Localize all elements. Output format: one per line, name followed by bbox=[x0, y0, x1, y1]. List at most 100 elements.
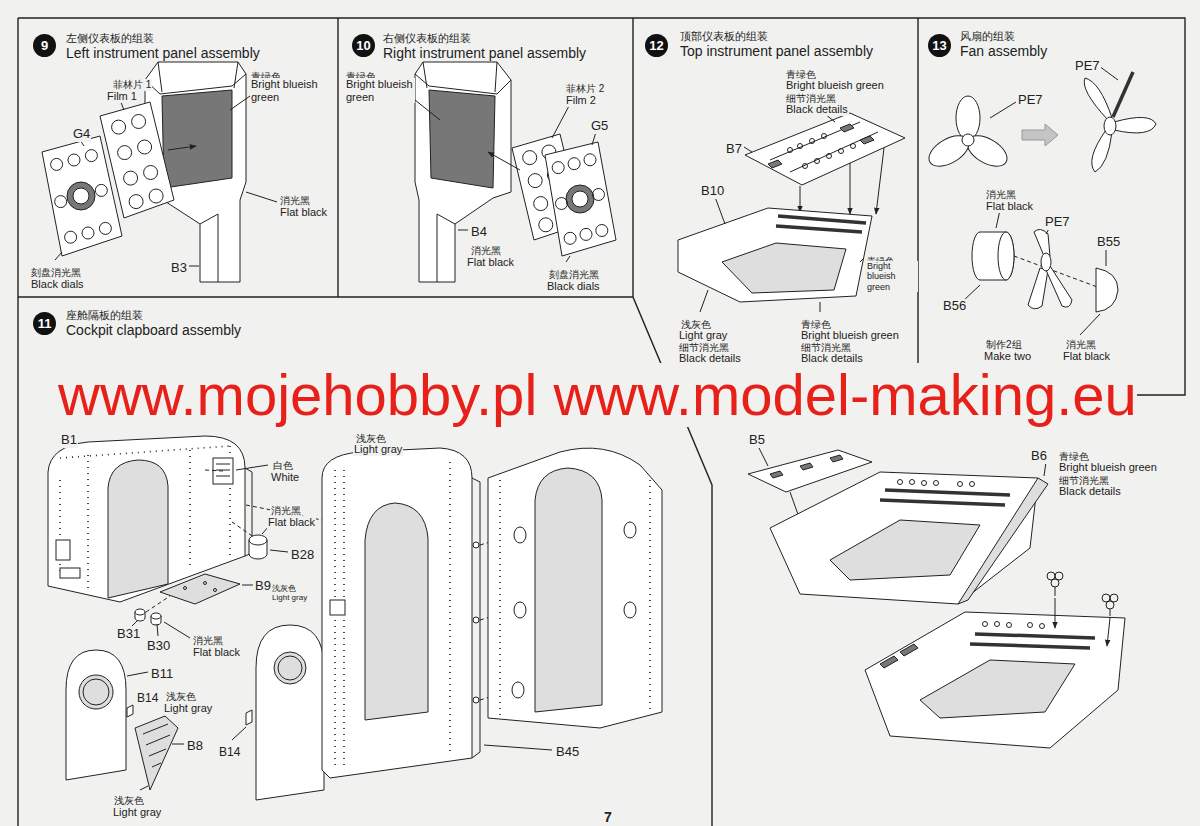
door-b11 bbox=[127, 672, 184, 790]
step-number-circle: 12 bbox=[645, 34, 668, 57]
paint-note: Light gray bbox=[112, 806, 162, 819]
top-panel-b7 bbox=[815, 159, 820, 164]
assembled-panel bbox=[1028, 623, 1033, 628]
assembled-panel bbox=[770, 472, 1038, 604]
part-number: B55 bbox=[1096, 235, 1121, 250]
paint-note: Light gray bbox=[271, 593, 308, 602]
step-number-circle: 11 bbox=[33, 312, 56, 335]
paint-note: 消光黑 bbox=[1065, 339, 1097, 351]
part-number: PE7 bbox=[1044, 212, 1071, 230]
bulkhead bbox=[514, 527, 526, 543]
part-number: B31 bbox=[116, 627, 141, 642]
step-title-en: Cockpit clapboard assembly bbox=[66, 322, 241, 339]
step-number: 9 bbox=[41, 39, 48, 52]
part-number: B5 bbox=[748, 430, 766, 448]
bulkhead-b45 bbox=[484, 745, 552, 750]
part-number: B11 bbox=[150, 664, 174, 682]
paint-note: Light gray bbox=[112, 802, 162, 820]
paint-note: Flat black bbox=[279, 206, 328, 219]
paint-note: Light gray bbox=[353, 443, 403, 456]
dial-plate-g5 bbox=[580, 228, 592, 240]
step-title-zh: 顶部仪表板的组装 bbox=[680, 30, 873, 43]
fan-blade-pe7 bbox=[924, 96, 1012, 172]
instrument-panel-b4 bbox=[415, 62, 511, 94]
step-title-zh: 右侧仪表板的组装 bbox=[383, 32, 586, 45]
assembled-panel bbox=[958, 478, 1048, 604]
step-title-zh: 左侧仪表板的组装 bbox=[66, 32, 260, 45]
part-number: B11 bbox=[150, 667, 174, 682]
paint-note: Flat black bbox=[192, 642, 241, 660]
top-panel-b7 bbox=[851, 144, 856, 149]
film-1 bbox=[149, 189, 163, 203]
instrument-panel-b3 bbox=[162, 90, 232, 188]
top-panel-b7 bbox=[876, 148, 884, 214]
tray-b10 bbox=[776, 216, 866, 232]
door bbox=[278, 656, 302, 680]
dial-plate-g4 bbox=[95, 184, 107, 196]
instrument-panel-b4 bbox=[429, 90, 495, 188]
fan-blade-pe7 bbox=[1092, 130, 1112, 172]
part-number: PE7 bbox=[1044, 215, 1071, 230]
paint-note: Bright blueish green bbox=[866, 261, 918, 292]
paint-note: Bright blueish green bbox=[800, 325, 900, 343]
paint-note: Flat black bbox=[192, 646, 241, 659]
part-number: B45 bbox=[555, 742, 580, 760]
assembled-panel bbox=[934, 481, 939, 486]
paint-note: Flat black bbox=[267, 516, 316, 529]
fan-assembly bbox=[962, 210, 1118, 335]
film-1 bbox=[112, 120, 126, 134]
dial-plate-g5 bbox=[552, 162, 564, 174]
tray-b10 bbox=[678, 208, 872, 302]
step-number: 12 bbox=[649, 39, 663, 52]
page-number: 7 bbox=[603, 809, 613, 825]
assembled-panel bbox=[830, 520, 980, 580]
dial-plate-g4 bbox=[85, 150, 97, 162]
dial-plate-g5 bbox=[556, 198, 568, 210]
assembled-panel bbox=[920, 660, 1075, 718]
part-number: B4 bbox=[470, 222, 488, 240]
part-number: G5 bbox=[590, 116, 609, 134]
fan-symbol bbox=[1055, 587, 1056, 596]
step-number: 13 bbox=[932, 39, 946, 52]
paint-note: Light gray bbox=[678, 325, 728, 343]
part-number: B28 bbox=[290, 548, 315, 563]
top-panel-b7 bbox=[800, 186, 801, 212]
door bbox=[256, 625, 324, 800]
fan-assembly bbox=[972, 232, 1014, 280]
small-parts bbox=[132, 465, 288, 638]
fan-blade-pe7 bbox=[962, 134, 974, 146]
panel-border bbox=[18, 18, 1185, 826]
part-number: B28 bbox=[290, 545, 315, 563]
small-parts bbox=[135, 609, 145, 615]
tray-b10 bbox=[678, 208, 872, 302]
paint-note: 消光黑 bbox=[192, 635, 224, 647]
paint-note: 浅灰色 bbox=[165, 691, 197, 703]
paint-note: Flat black bbox=[1062, 350, 1111, 363]
leader-line bbox=[410, 96, 596, 262]
bulkhead-b1 bbox=[216, 464, 230, 476]
top-panel-b7 bbox=[798, 144, 803, 149]
small-parts bbox=[249, 535, 267, 545]
paint-note: Bright blueish green bbox=[866, 261, 918, 294]
part-number: B9 bbox=[254, 579, 272, 594]
bulkhead-b45 bbox=[322, 448, 472, 778]
paint-note: Light gray bbox=[271, 586, 308, 604]
step-title: 左侧仪表板的组装Left instrument panel assembly bbox=[66, 32, 260, 62]
part-number: B1 bbox=[60, 433, 78, 448]
assembled-panel bbox=[1040, 624, 1045, 629]
fan-assembly bbox=[1046, 266, 1072, 307]
step-number-circle: 13 bbox=[928, 34, 951, 57]
paint-note: Bright blueish green bbox=[345, 78, 415, 105]
assembled-panel bbox=[922, 481, 927, 486]
fan-assembly bbox=[1028, 268, 1048, 309]
door bbox=[246, 710, 252, 725]
film-note: 菲林片 2 bbox=[565, 83, 605, 95]
leader-line bbox=[55, 96, 277, 266]
top-panel-b7 bbox=[810, 139, 815, 144]
step-title-zh: 风扇的组装 bbox=[960, 30, 1047, 43]
fan-symbol bbox=[1107, 618, 1110, 646]
door bbox=[232, 625, 324, 800]
fan-blade-pe7 bbox=[956, 96, 980, 140]
assembled-panel bbox=[958, 482, 963, 487]
step-title-en: Left instrument panel assembly bbox=[66, 45, 260, 62]
